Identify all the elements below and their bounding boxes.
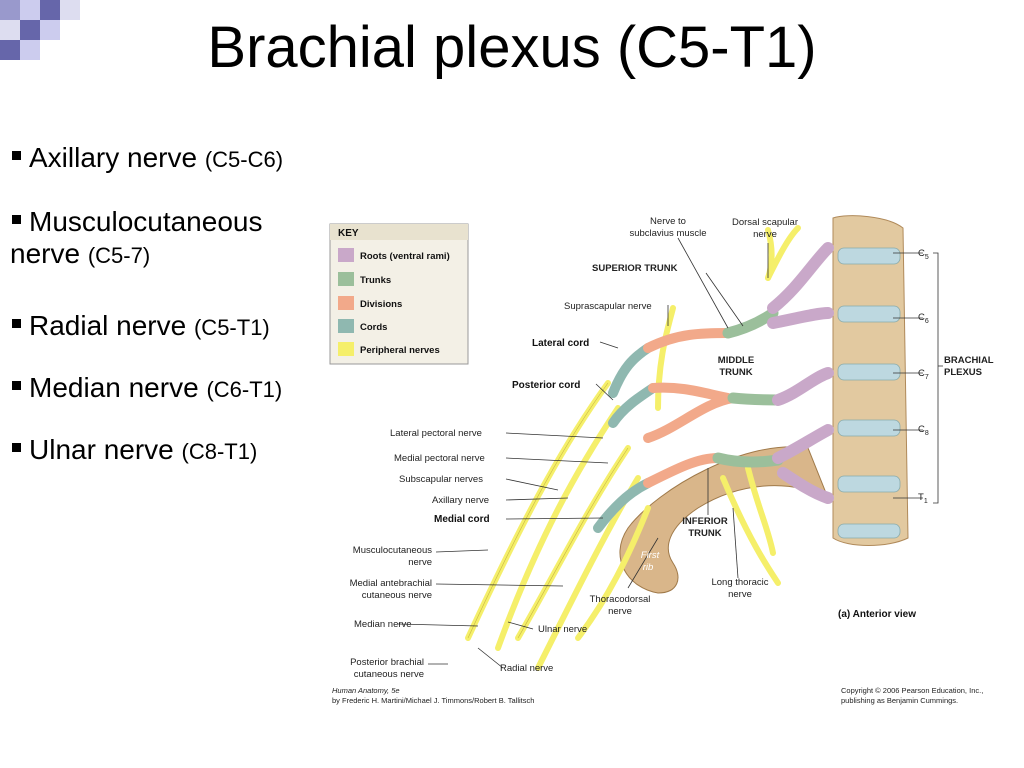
- divisions: [643, 328, 738, 488]
- bullet-square-icon: [12, 443, 21, 453]
- label-subscapular: Subscapular nerves: [399, 474, 483, 485]
- key-swatch-cords: [338, 319, 354, 333]
- label-nerve-to-subclavius-2: subclavius muscle: [629, 228, 706, 239]
- label-first-rib: First: [641, 550, 660, 561]
- label-musculocutaneous: Musculocutaneous: [353, 545, 432, 556]
- label-medial-cord: Medial cord: [434, 514, 490, 525]
- label-medial-antebrachial: Medial antebrachial: [350, 578, 432, 589]
- bullet-square-icon: [12, 215, 21, 225]
- key-label-trunks: Trunks: [360, 275, 391, 286]
- bullet-axillary: Axillary nerve (C5-C6): [12, 142, 283, 176]
- key-swatch-divisions: [338, 296, 354, 310]
- bullet-range: (C6-T1): [206, 377, 283, 402]
- peripheral-nerve-outlines: [467, 382, 629, 639]
- bullet-range: (C5-C6): [204, 147, 284, 172]
- bullet-ulnar: Ulnar nerve (C8-T1): [12, 434, 257, 468]
- credit-book: Human Anatomy, 5e: [332, 686, 400, 695]
- label-root-c6: C6: [918, 312, 929, 325]
- key-title: KEY: [338, 228, 359, 239]
- credits: Human Anatomy, 5e by Frederic H. Martini…: [332, 686, 983, 705]
- label-posterior-brachial-2: cutaneous nerve: [354, 669, 424, 680]
- label-posterior-brachial: Posterior brachial: [350, 657, 424, 668]
- key-swatch-trunks: [338, 272, 354, 286]
- bullet-median: Median nerve (C6-T1): [12, 372, 282, 406]
- leader-lines: [397, 237, 943, 669]
- label-inferior-trunk-2: TRUNK: [688, 528, 721, 539]
- label-thoracodorsal: Thoracodorsal: [590, 594, 651, 605]
- label-brachial-plexus: BRACHIAL: [944, 355, 994, 366]
- label-ulnar: Ulnar nerve: [538, 624, 587, 635]
- bullet-square-icon: [12, 151, 21, 161]
- label-long-thoracic-2: nerve: [728, 589, 752, 600]
- bullet-radial: Radial nerve (C5-T1): [12, 310, 270, 344]
- label-root-c7: C7: [918, 368, 929, 381]
- label-long-thoracic: Long thoracic: [711, 577, 768, 588]
- label-middle-trunk-2: TRUNK: [719, 367, 752, 378]
- bullet-label: Axillary nerve: [29, 142, 198, 173]
- label-musculocutaneous-2: nerve: [408, 557, 432, 568]
- corner-decoration: [0, 0, 80, 60]
- label-lateral-pectoral: Lateral pectoral nerve: [390, 428, 482, 439]
- roots: [767, 242, 834, 504]
- brachial-plexus-diagram: KEY Roots (ventral rami) Trunks Division…: [329, 215, 994, 705]
- credit-authors: by Frederic H. Martini/Michael J. Timmon…: [332, 696, 534, 705]
- label-anterior-view: (a) Anterior view: [838, 609, 916, 620]
- bullet-range: (C5-T1): [193, 315, 270, 340]
- key-label-divisions: Divisions: [360, 299, 402, 310]
- credit-copyright: Copyright © 2006 Pearson Education, Inc.…: [841, 686, 983, 695]
- bullet-musculocutaneous: Musculocutaneous: [12, 206, 262, 238]
- label-radial: Radial nerve: [500, 663, 553, 674]
- label-first-rib-2: rib: [643, 562, 654, 573]
- label-middle-trunk: MIDDLE: [718, 355, 754, 366]
- label-dorsal-scapular: Dorsal scapular: [732, 217, 798, 228]
- label-median: Median nerve: [354, 619, 412, 630]
- key-swatch-peripheral: [338, 342, 354, 356]
- key-label-cords: Cords: [360, 322, 387, 333]
- label-inferior-trunk: INFERIOR: [682, 516, 728, 527]
- label-root-c5: C5: [918, 248, 929, 261]
- bullet-label: nerve: [10, 238, 81, 269]
- label-lateral-cord: Lateral cord: [532, 338, 589, 349]
- label-root-t1: T1: [918, 492, 928, 505]
- bullet-range: (C5-7): [87, 243, 151, 268]
- label-medial-antebrachial-2: cutaneous nerve: [362, 590, 432, 601]
- bullet-square-icon: [12, 381, 21, 391]
- bullet-label: Ulnar nerve: [29, 434, 174, 465]
- label-superior-trunk: SUPERIOR TRUNK: [592, 263, 678, 274]
- label-axillary: Axillary nerve: [432, 495, 489, 506]
- slide-title: Brachial plexus (C5-T1): [207, 15, 817, 80]
- key-label-peripheral: Peripheral nerves: [360, 345, 440, 356]
- trunks: [712, 307, 784, 468]
- bullet-label: Radial nerve: [29, 310, 187, 341]
- key-swatch-roots: [338, 248, 354, 262]
- diagram-labels: Nerve to subclavius muscle Dorsal scapul…: [350, 216, 994, 680]
- bullet-musculocutaneous-cont: nerve (C5-7): [10, 238, 150, 272]
- label-dorsal-scapular-2: nerve: [753, 229, 777, 240]
- label-thoracodorsal-2: nerve: [608, 606, 632, 617]
- label-brachial-plexus-2: PLEXUS: [944, 367, 982, 378]
- bullet-label: Musculocutaneous: [29, 206, 263, 237]
- label-nerve-to-subclavius: Nerve to: [650, 216, 686, 227]
- label-root-c8: C8: [918, 424, 929, 437]
- vertebral-column: [832, 215, 909, 546]
- key-label-roots: Roots (ventral rami): [360, 251, 450, 262]
- credit-publisher: publishing as Benjamin Cummings.: [841, 696, 958, 705]
- label-suprascapular: Suprascapular nerve: [564, 301, 652, 312]
- bullet-square-icon: [12, 319, 21, 329]
- label-posterior-cord: Posterior cord: [512, 380, 580, 391]
- bullet-range: (C8-T1): [181, 439, 258, 464]
- bullet-label: Median nerve: [29, 372, 199, 403]
- key-box: KEY Roots (ventral rami) Trunks Division…: [329, 223, 469, 365]
- label-medial-pectoral: Medial pectoral nerve: [394, 453, 485, 464]
